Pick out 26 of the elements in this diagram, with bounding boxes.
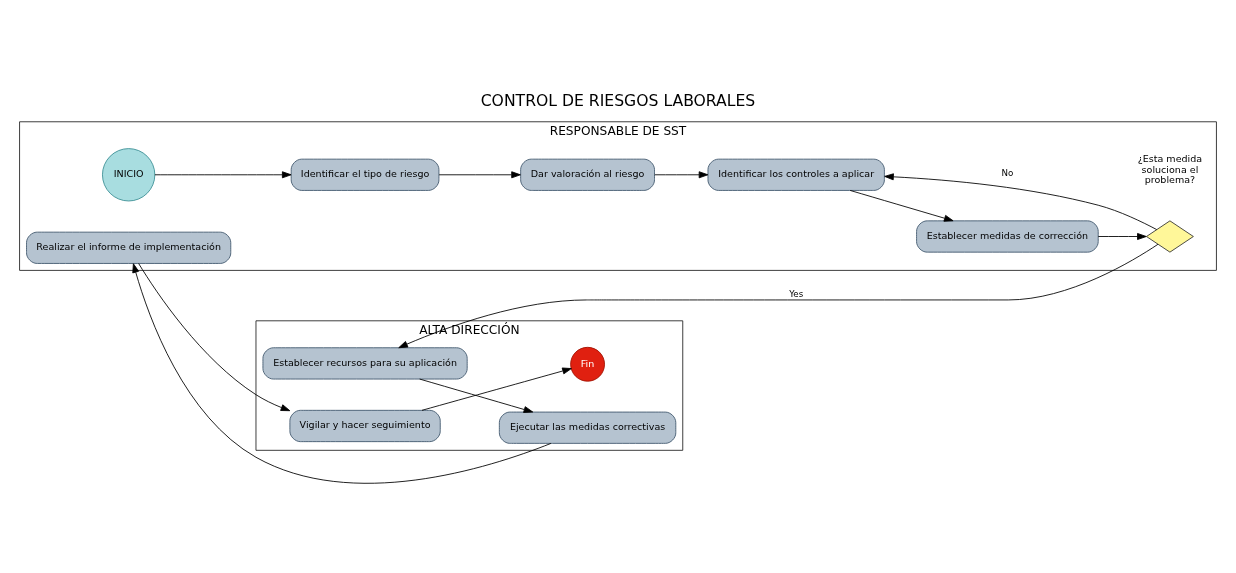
node-label: ¿Esta medida soluciona el problema? [1137, 152, 1203, 185]
node-box: Dar valoración al riesgo [520, 158, 655, 191]
node-circle: Fin [570, 346, 605, 382]
node-box: Establecer medidas de corrección [916, 219, 1099, 253]
arrow [138, 262, 291, 411]
edge-label: Yes [789, 288, 804, 299]
arrow [421, 367, 572, 411]
arrow [884, 172, 1158, 230]
arrow [132, 262, 552, 484]
edge-label: No [1001, 167, 1014, 178]
arrow [654, 170, 709, 178]
node-box: Establecer recursos para su aplicación [262, 346, 468, 379]
node-box: Identificar los controles a aplicar [707, 158, 885, 191]
node-circle: INICIO [102, 147, 156, 201]
arrow [398, 243, 1159, 348]
diagram-title: CONTROL DE RIESGOS LABORALES [480, 90, 756, 110]
node-box: Realizar el informe de implementación [26, 231, 232, 264]
node-box: Vigilar y hacer seguimiento [289, 409, 441, 442]
arrow [419, 378, 534, 413]
arrow [154, 170, 292, 178]
node-box: Identificar el tipo de riesgo [290, 158, 440, 191]
node-box: Ejecutar las medidas correctivas [498, 411, 677, 444]
node-diamond [1146, 219, 1194, 253]
arrow [438, 170, 521, 178]
arrow [849, 189, 954, 222]
arrow [1097, 232, 1147, 240]
